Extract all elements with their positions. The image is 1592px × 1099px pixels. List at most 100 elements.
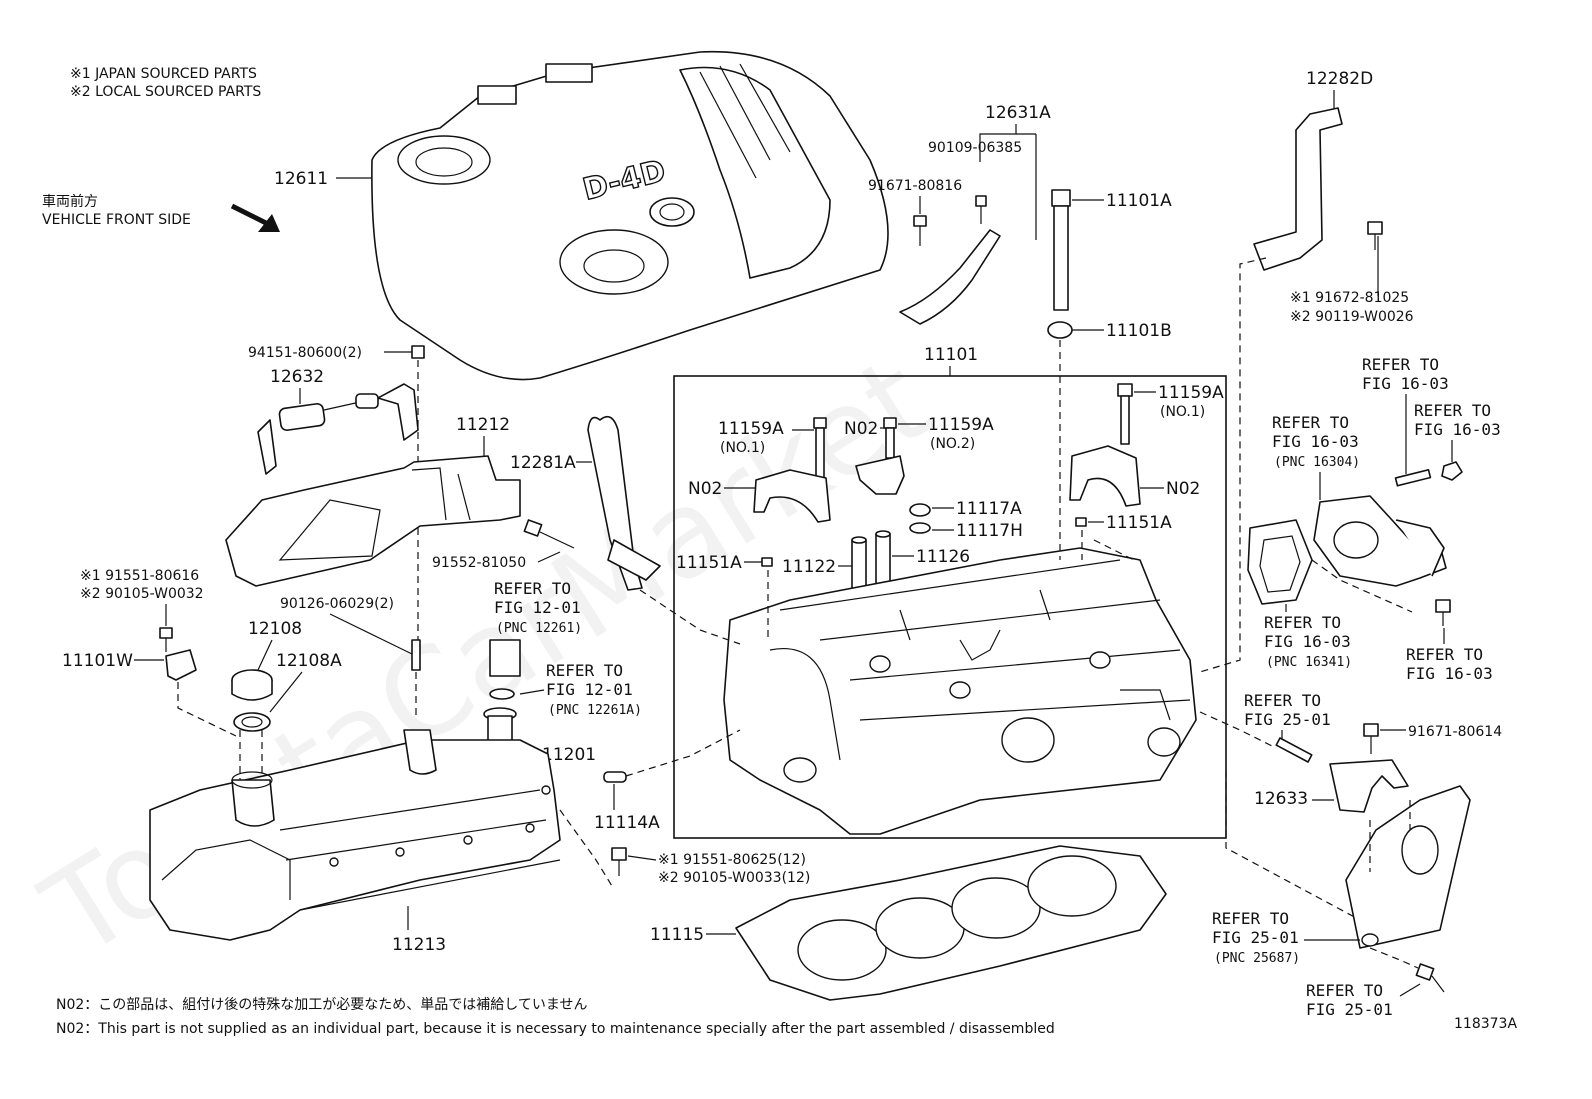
svg-text:REFER TO: REFER TO bbox=[1406, 645, 1483, 664]
label-12108: 12108 bbox=[248, 619, 302, 639]
svg-text:REFER TO: REFER TO bbox=[1264, 613, 1341, 632]
svg-text:(PNC 16304): (PNC 16304) bbox=[1274, 455, 1360, 470]
svg-text:FIG 16-03: FIG 16-03 bbox=[1362, 374, 1449, 393]
stud-11101A bbox=[1051, 189, 1071, 311]
label-12282D: 12282D bbox=[1306, 69, 1373, 89]
svg-text:(PNC 25687): (PNC 25687) bbox=[1214, 951, 1300, 966]
footnote-jp: N02：この部品は、組付け後の特殊な加工が必要なため、単品では補給していません bbox=[56, 997, 588, 1013]
svg-text:REFER TO: REFER TO bbox=[1212, 909, 1289, 928]
pin-11114A bbox=[603, 771, 627, 783]
gasket-12108A bbox=[233, 712, 271, 732]
nut-16-03 bbox=[1441, 461, 1463, 481]
label-11159A-right-sub: (NO.1) bbox=[1160, 404, 1205, 420]
refer-12-01-pnc-12261A: REFER TO FIG 12-01 (PNC 12261A) bbox=[546, 661, 642, 718]
label-11159A-center: 11159A bbox=[928, 415, 994, 435]
svg-text:FIG 25-01: FIG 25-01 bbox=[1306, 1000, 1393, 1019]
label-91671-80614: 91671-80614 bbox=[1408, 724, 1502, 740]
refer-25-01-pnc-25687: REFER TO FIG 25-01 (PNC 25687) bbox=[1212, 909, 1300, 966]
label-90119-W0026: ※2 90119-W0026 bbox=[1290, 309, 1414, 325]
refer-16-03-pnc-16304: REFER TO FIG 16-03 (PNC 16304) bbox=[1272, 413, 1360, 470]
stud-16-03 bbox=[1394, 468, 1432, 487]
refer-16-03-pnc-16341: REFER TO FIG 16-03 (PNC 16341) bbox=[1264, 613, 1352, 670]
svg-text:FIG 25-01: FIG 25-01 bbox=[1244, 710, 1331, 729]
cylinder-head-box bbox=[673, 375, 1227, 839]
hanger-12281A bbox=[587, 415, 643, 591]
guide-11122 bbox=[851, 536, 867, 593]
svg-text:FIG 12-01: FIG 12-01 bbox=[494, 598, 581, 617]
label-91671-80816: 91671-80816 bbox=[868, 178, 962, 194]
valve-cover-11213 bbox=[149, 729, 561, 941]
label-12108A: 12108A bbox=[276, 651, 342, 671]
svg-text:(PNC 12261A): (PNC 12261A) bbox=[548, 703, 642, 718]
guide-11126 bbox=[875, 530, 891, 587]
head-gasket-11115 bbox=[735, 845, 1167, 1001]
gasket-11117H bbox=[909, 522, 931, 534]
label-12632: 12632 bbox=[270, 367, 324, 387]
refer-16-03-a: REFER TO FIG 16-03 bbox=[1362, 355, 1449, 393]
cap-N02-right bbox=[1069, 445, 1141, 507]
svg-text:FIG 16-03: FIG 16-03 bbox=[1264, 632, 1351, 651]
svg-text:REFER TO: REFER TO bbox=[494, 579, 571, 598]
svg-text:REFER TO: REFER TO bbox=[546, 661, 623, 680]
label-90126-06029: 90126-06029(2) bbox=[280, 596, 394, 612]
pin-11151A-left bbox=[761, 557, 773, 567]
stud-90126 bbox=[411, 639, 421, 671]
bracket-25687 bbox=[1345, 785, 1471, 949]
label-11117H: 11117H bbox=[956, 521, 1023, 541]
refer-25-01-b: REFER TO FIG 25-01 bbox=[1306, 981, 1393, 1019]
drawing-number: 118373A bbox=[1454, 1016, 1517, 1032]
label-11213: 11213 bbox=[392, 935, 446, 955]
label-N02-left: N02 bbox=[688, 479, 722, 499]
label-91551-80625: ※1 91551-80625(12) bbox=[658, 852, 806, 868]
front-side-en: VEHICLE FRONT SIDE bbox=[42, 212, 191, 228]
label-90105-W0032: ※2 90105-W0032 bbox=[80, 586, 204, 602]
stud-25-01 bbox=[1275, 737, 1313, 763]
label-11159A-center-sub: (NO.2) bbox=[930, 436, 975, 452]
svg-text:FIG 16-03: FIG 16-03 bbox=[1414, 420, 1501, 439]
label-11101W: 11101W bbox=[62, 651, 133, 671]
label-11159A-right: 11159A bbox=[1158, 383, 1224, 403]
label-12611: 12611 bbox=[274, 169, 328, 189]
bolt-91551-80625 bbox=[611, 847, 627, 876]
refer-16-03-b: REFER TO FIG 16-03 bbox=[1414, 401, 1501, 439]
label-N02-right: N02 bbox=[1166, 479, 1200, 499]
label-11201: 11201 bbox=[542, 745, 596, 765]
svg-text:REFER TO: REFER TO bbox=[1306, 981, 1383, 1000]
refer-16-03-c: REFER TO FIG 16-03 bbox=[1406, 645, 1493, 683]
label-91552-81050: 91552-81050 bbox=[432, 555, 526, 571]
label-11115: 11115 bbox=[650, 925, 704, 945]
svg-text:REFER TO: REFER TO bbox=[1244, 691, 1321, 710]
bolt-91552-81050 bbox=[523, 519, 575, 549]
hanger-12282D bbox=[1253, 107, 1343, 271]
washer-11101B bbox=[1047, 321, 1073, 339]
cap-N02-left bbox=[753, 469, 831, 523]
bolt-90109-06385 bbox=[975, 195, 987, 224]
oil-cap-12108 bbox=[231, 669, 273, 701]
label-11101B: 11101B bbox=[1106, 321, 1172, 341]
label-11117A: 11117A bbox=[956, 499, 1022, 519]
bracket-11101W bbox=[165, 649, 197, 681]
note-local: ※2 LOCAL SOURCED PARTS bbox=[70, 84, 261, 100]
label-11101A: 11101A bbox=[1106, 191, 1172, 211]
footnote-en: N02：This part is not supplied as an indi… bbox=[56, 1021, 1055, 1037]
nut-94151 bbox=[411, 345, 425, 359]
label-90109-06385: 90109-06385 bbox=[928, 140, 1022, 156]
svg-text:(PNC 12261): (PNC 12261) bbox=[496, 621, 582, 636]
bolt-25-01 bbox=[1415, 963, 1445, 993]
bolt-91671-80816 bbox=[913, 215, 927, 246]
bolt-91671-80614 bbox=[1363, 723, 1379, 754]
thermostat-housing bbox=[1313, 495, 1447, 587]
svg-text:REFER TO: REFER TO bbox=[1272, 413, 1349, 432]
label-12631A: 12631A bbox=[985, 103, 1051, 123]
label-91551-80616: ※1 91551-80616 bbox=[80, 568, 199, 584]
label-11159A-left-sub: (NO.1) bbox=[720, 440, 765, 456]
cylinder-head bbox=[723, 547, 1197, 835]
bolt-91672-81025 bbox=[1367, 221, 1383, 250]
bolt-11159A-center bbox=[883, 417, 897, 459]
pipe-12261 bbox=[489, 639, 521, 677]
svg-text:FIG 25-01: FIG 25-01 bbox=[1212, 928, 1299, 947]
label-N02-center: N02 bbox=[844, 419, 878, 439]
stay-12632 bbox=[257, 383, 419, 475]
svg-text:(PNC 16341): (PNC 16341) bbox=[1266, 655, 1352, 670]
